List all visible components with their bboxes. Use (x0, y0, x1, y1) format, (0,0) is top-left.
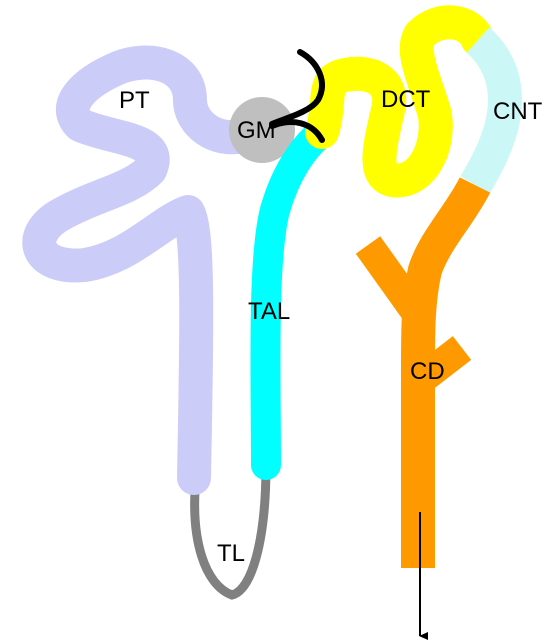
label-cd: CD (410, 358, 445, 385)
proximal-tubule-segment (22, 45, 279, 495)
distal-convoluted-tubule-segment (305, 5, 495, 198)
collecting-duct-left-branch (355, 236, 431, 324)
label-tal: TAL (248, 298, 290, 325)
label-dct: DCT (381, 86, 431, 113)
label-tl: TL (217, 540, 245, 567)
glomerulus-circle (229, 97, 295, 163)
thin-limb-segment (190, 460, 271, 600)
label-pt: PT (119, 87, 150, 114)
collecting-duct-segment (401, 177, 491, 568)
afferent-arteriole (269, 49, 325, 127)
label-gm: GM (237, 117, 276, 144)
thick-ascending-limb-segment (250, 117, 337, 480)
collecting-duct-right-branch (408, 336, 472, 394)
label-cnt: CNT (493, 98, 543, 125)
efferent-arteriole (269, 119, 325, 143)
connecting-tubule-segment (460, 27, 522, 194)
